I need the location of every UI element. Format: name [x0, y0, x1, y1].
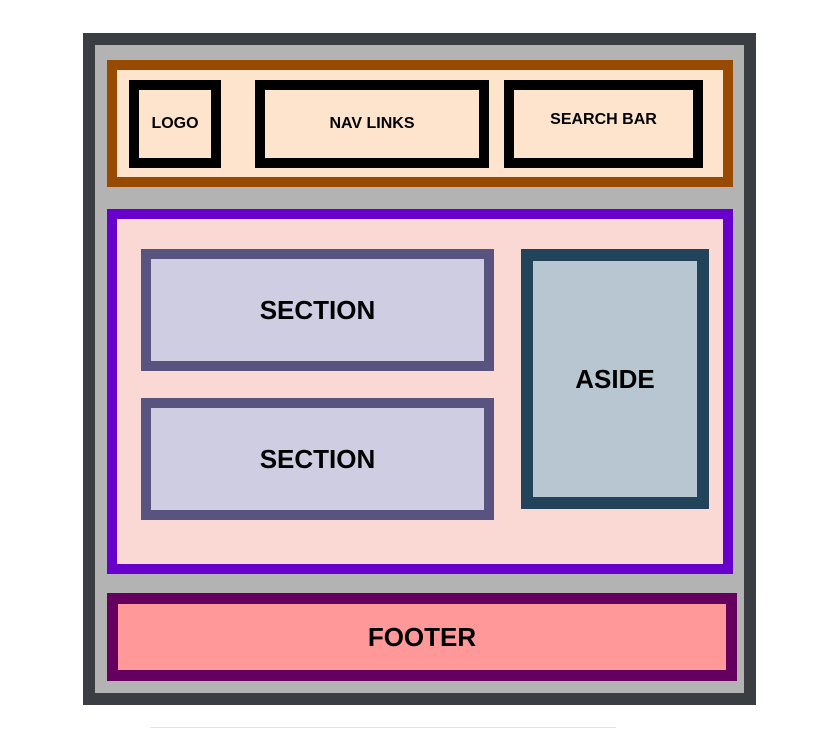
aside-box: ASIDE — [521, 249, 709, 509]
footer-label: FOOTER — [367, 621, 477, 652]
section-box-1: SECTION — [141, 249, 494, 371]
search-bar-label: SEARCH BAR — [550, 111, 657, 128]
nav-links-box: NAV LINKS — [255, 80, 489, 168]
nav-links-label: NAV LINKS — [329, 115, 415, 132]
footer-box: FOOTER — [107, 593, 737, 681]
section-box-2: SECTION — [141, 398, 494, 520]
search-bar-box: SEARCH BAR — [504, 80, 703, 168]
section-1-label: SECTION — [259, 294, 376, 325]
logo-box: LOGO — [129, 80, 221, 168]
section-2-label: SECTION — [259, 443, 376, 474]
bottom-divider — [150, 727, 616, 728]
aside-label: ASIDE — [575, 363, 655, 394]
logo-label: LOGO — [151, 115, 199, 132]
